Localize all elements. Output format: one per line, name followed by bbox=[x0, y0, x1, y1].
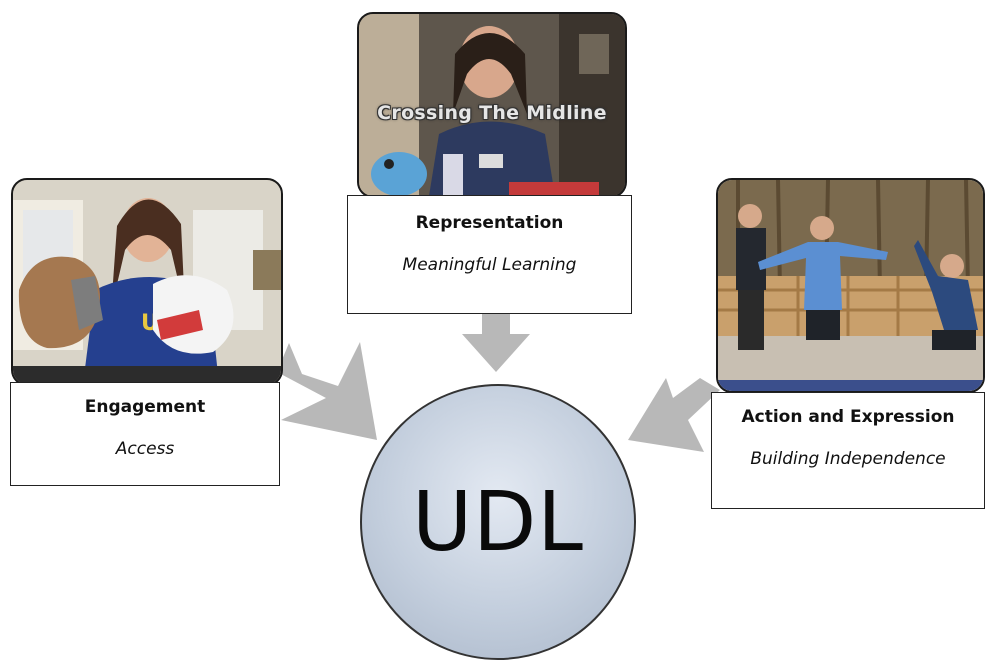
photo-caption: Crossing The Midline bbox=[377, 102, 607, 124]
representation-photo: Crossing The Midline bbox=[357, 12, 627, 198]
representation-subtitle: Meaningful Learning bbox=[402, 255, 577, 275]
arrow-from-action-expression bbox=[628, 378, 720, 452]
engagement-subtitle: Access bbox=[115, 439, 175, 459]
arrow-down-from-representation bbox=[462, 314, 530, 372]
action-expression-photo bbox=[716, 178, 985, 393]
arrow-from-engagement bbox=[277, 342, 377, 440]
engagement-photo: U bbox=[11, 178, 283, 386]
action-expression-subtitle: Building Independence bbox=[750, 449, 946, 469]
action-expression-title: Action and Expression bbox=[741, 407, 955, 427]
engagement-photo-image: U bbox=[13, 180, 281, 384]
udl-center-circle: UDL bbox=[360, 384, 636, 660]
representation-label-box: Representation Meaningful Learning bbox=[347, 195, 632, 314]
representation-photo-image bbox=[359, 14, 625, 196]
udl-label: UDL bbox=[412, 474, 584, 570]
engagement-title: Engagement bbox=[84, 397, 206, 417]
engagement-label-box: Engagement Access bbox=[10, 382, 280, 486]
action-expression-photo-image bbox=[718, 180, 983, 391]
action-expression-label-box: Action and Expression Building Independe… bbox=[711, 392, 985, 509]
representation-title: Representation bbox=[415, 213, 564, 233]
